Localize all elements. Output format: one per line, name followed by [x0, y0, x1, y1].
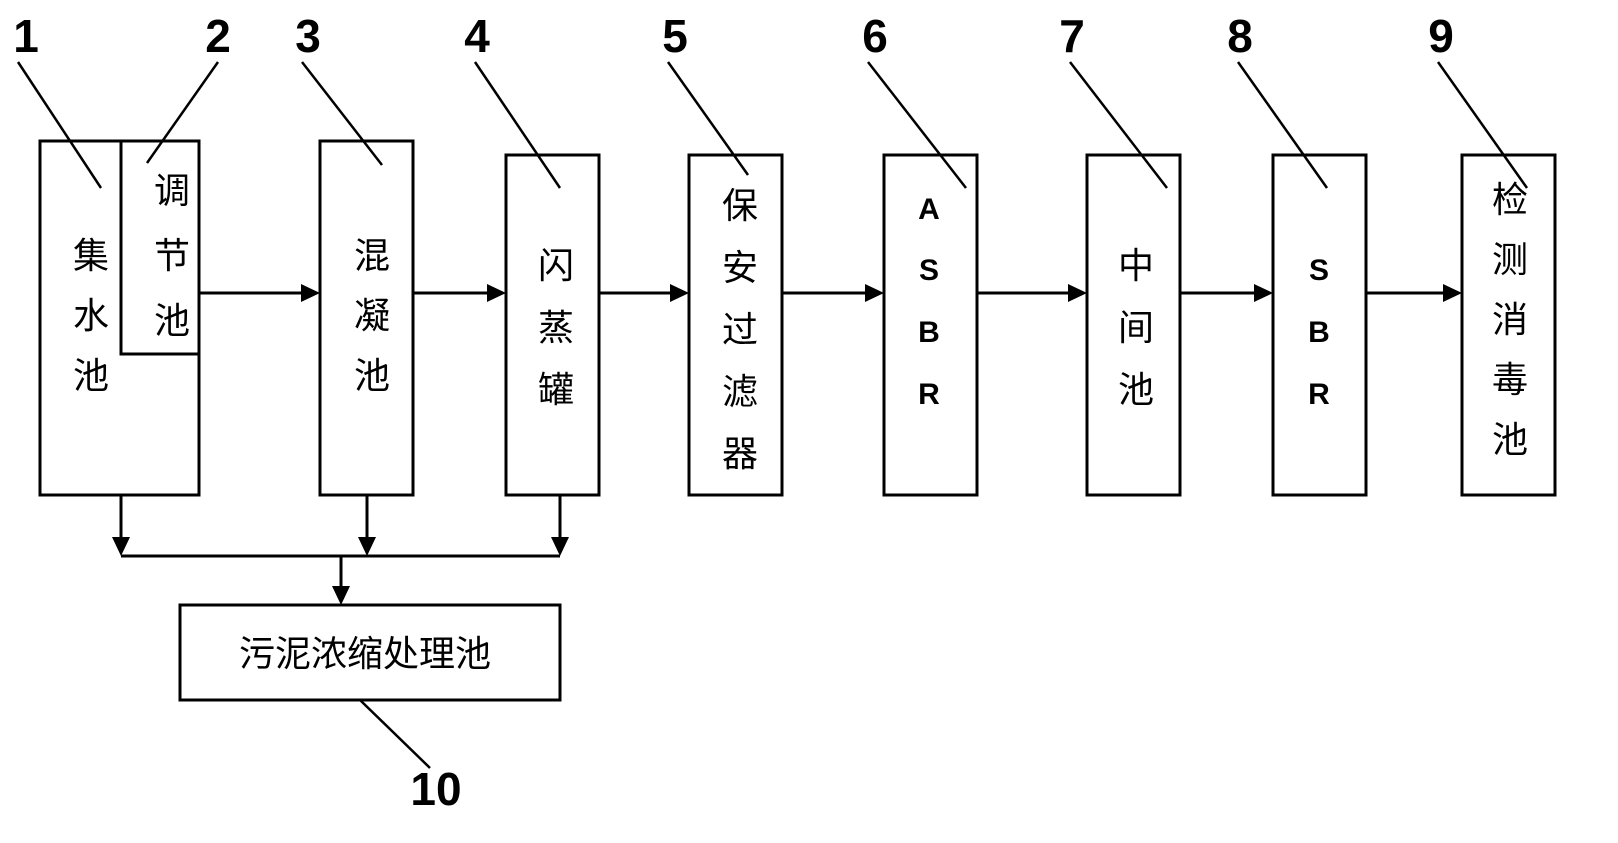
label-char: 中 — [1118, 246, 1154, 287]
label-char: 凝 — [354, 296, 390, 337]
box-sbr — [1271, 153, 1368, 497]
leader-line-5 — [666, 61, 750, 176]
leader-line-1 — [16, 61, 103, 189]
label-char: 毒 — [1492, 360, 1528, 401]
label-char: 罐 — [538, 370, 574, 411]
flow-arrow-5-6 — [782, 284, 884, 302]
leader-line-7 — [1069, 61, 1168, 189]
label-char: B — [918, 316, 940, 349]
box-asbr — [882, 153, 979, 497]
flow-arrow-2-3 — [199, 284, 320, 302]
label-char: 器 — [722, 434, 758, 475]
box-intermediate-tank — [1085, 153, 1182, 497]
label-char: A — [918, 193, 940, 226]
label-char: 调 — [154, 171, 190, 212]
leader-line-3 — [301, 61, 383, 166]
number-label-3: 3 — [295, 10, 321, 62]
box-regulating-tank — [119, 139, 201, 356]
label-coagulation-tank: 混 凝 池 — [354, 236, 390, 397]
label-char: S — [1309, 254, 1329, 287]
leader-line-6 — [867, 61, 967, 189]
number-label-2: 2 — [205, 10, 231, 62]
flow-arrow-4-5 — [599, 284, 689, 302]
number-label-9: 9 — [1428, 10, 1454, 62]
label-char: 间 — [1118, 308, 1154, 349]
label-char: 池 — [1492, 420, 1528, 461]
number-label-5: 5 — [662, 10, 688, 62]
label-char: 安 — [722, 248, 758, 289]
flow-arrow-8-9 — [1366, 284, 1462, 302]
number-label-1: 1 — [13, 10, 39, 62]
label-char: 保 — [722, 186, 758, 227]
box-security-filter — [687, 153, 784, 497]
box-sludge-tank — [178, 603, 562, 702]
leader-line-9 — [1436, 61, 1529, 189]
box-coagulation-tank — [318, 139, 415, 497]
flow-arrow-7-8 — [1180, 284, 1273, 302]
label-sludge-tank: 污泥浓缩处理池 — [239, 634, 491, 675]
leader-line-2 — [145, 61, 220, 164]
flow-arrow-3-4 — [413, 284, 506, 302]
label-intermediate-tank: 中 间 池 — [1118, 246, 1154, 411]
label-char: 闪 — [538, 246, 574, 287]
sludge-arrow-1 — [112, 495, 130, 556]
leader-line-10 — [359, 699, 431, 769]
flow-arrow-6-7 — [977, 284, 1087, 302]
number-label-7: 7 — [1059, 10, 1085, 62]
label-regulating-tank: 调 节 池 — [154, 171, 190, 342]
label-char: 池 — [154, 301, 190, 342]
sludge-arrow-to-10 — [332, 556, 350, 605]
label-char: R — [1308, 378, 1330, 411]
label-sbr: S B R — [1308, 254, 1330, 411]
sludge-arrow-3 — [358, 495, 376, 556]
label-char: 混 — [354, 236, 390, 277]
label-char: 水 — [73, 296, 109, 337]
label-disinfection-tank: 检 测 消 毒 池 — [1492, 180, 1528, 461]
number-label-8: 8 — [1227, 10, 1253, 62]
label-char: 消 — [1492, 300, 1528, 341]
label-char: 测 — [1492, 240, 1528, 281]
leader-line-8 — [1236, 61, 1329, 189]
label-char: 过 — [722, 310, 758, 351]
number-label-10: 10 — [410, 763, 461, 815]
label-char: S — [919, 254, 939, 287]
label-char: 池 — [1118, 370, 1154, 411]
label-char: 检 — [1492, 180, 1528, 221]
label-char: 节 — [154, 236, 190, 277]
leader-line-4 — [473, 61, 562, 189]
label-char: 池 — [73, 356, 109, 397]
box-disinfection-tank — [1460, 153, 1557, 497]
box-flash-tank — [504, 153, 601, 497]
label-char: B — [1308, 316, 1330, 349]
label-char: 池 — [354, 356, 390, 397]
label-flash-tank: 闪 蒸 罐 — [538, 246, 574, 411]
sludge-arrow-4 — [551, 495, 569, 556]
label-collection-tank: 集 水 池 — [73, 236, 109, 397]
number-label-4: 4 — [464, 10, 490, 62]
number-label-6: 6 — [862, 10, 888, 62]
label-char: 集 — [73, 236, 109, 277]
label-security-filter: 保 安 过 滤 器 — [722, 186, 758, 475]
label-char: 蒸 — [538, 308, 574, 349]
label-asbr: A S B R — [918, 193, 940, 411]
label-char: 滤 — [722, 372, 758, 413]
label-char: R — [918, 378, 940, 411]
